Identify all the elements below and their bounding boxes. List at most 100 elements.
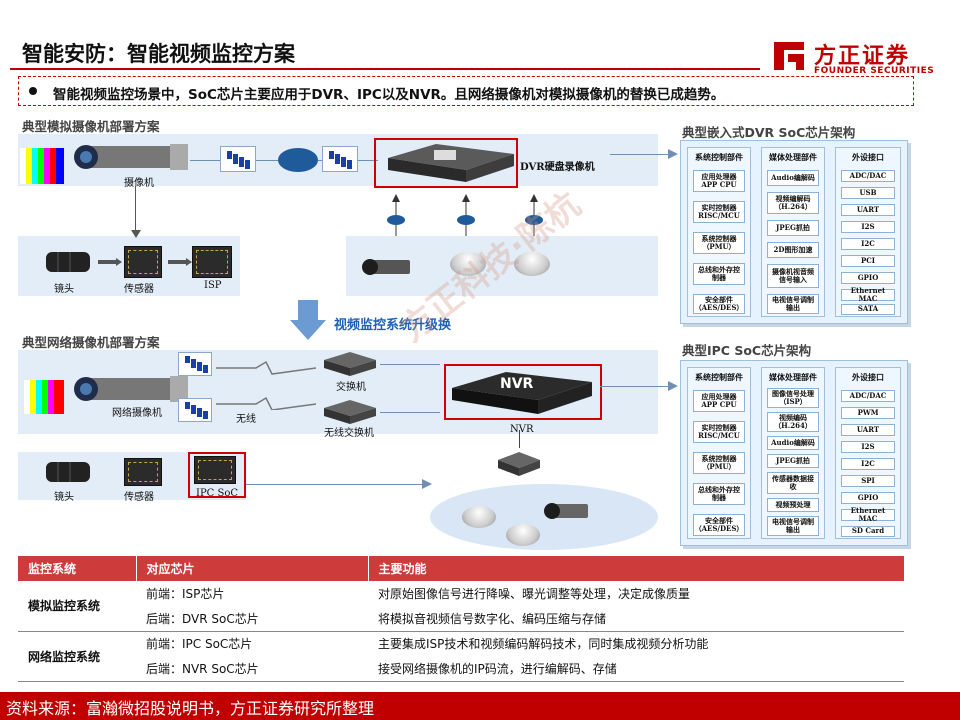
arch-cell: GPIO xyxy=(841,272,895,284)
founder-logo: 方正证券 FOUNDER SECURITIES xyxy=(770,36,940,80)
encoder-ellipse-icon xyxy=(278,148,318,172)
column-head: 媒体处理部件 xyxy=(769,372,817,382)
ipc-soc-chip-icon xyxy=(194,456,236,484)
dvr-label: DVR硬盘录像机 xyxy=(520,162,595,173)
function-cell: 主要集成ISP技术和视频编码解码技术，同时集成视频分析功能 xyxy=(378,637,709,652)
arch-cell: 视频编码 （H.264） xyxy=(767,412,819,432)
lens-label: 镜头 xyxy=(54,492,74,503)
upgrade-label: 视频监控系统升级换 xyxy=(334,318,452,333)
table-header: 监控系统 xyxy=(18,556,137,581)
ipc-soc-label: IPC SoC xyxy=(196,488,239,499)
dvr-col-system: 系统控制部件 应用处理器 APP CPU 实时控制器 RISC/MCU 系统控制… xyxy=(687,147,751,317)
table-row: 后端：DVR SoC芯片 将模拟音视频信号数字化、编码压缩与存储 xyxy=(18,606,904,632)
dome-camera-icon xyxy=(450,252,486,276)
network-camera-label: 网络摄像机 xyxy=(112,408,162,419)
arch-cell: 安全部件 （AES/DES） xyxy=(693,294,745,314)
table-row: 网络监控系统 前端：IPC SoC芯片 主要集成ISP技术和视频编码解码技术，同… xyxy=(18,631,904,682)
logo-name: 方正证券 xyxy=(814,44,911,69)
dvr-device-icon xyxy=(388,144,514,182)
arch-cell: 传感器数据接收 xyxy=(767,472,819,494)
arch-cell: UART xyxy=(841,424,895,436)
analog-camera-icon xyxy=(74,144,188,170)
arch-cell: 总线和外存控制器 xyxy=(693,263,745,285)
arch-cell: 电视信号调制输出 xyxy=(767,516,819,536)
arch-cell: 应用处理器 APP CPU xyxy=(693,390,745,412)
chip-function-table: 监控系统 对应芯片 主要功能 模拟监控系统 前端：ISP芯片 对原始图像信号进行… xyxy=(18,556,904,682)
wireless-switch-label: 无线交换机 xyxy=(324,428,374,439)
box-camera-icon xyxy=(362,259,410,275)
function-cell: 接受网络摄像机的IP码流，进行编解码、存储 xyxy=(368,656,904,682)
chip-cell: 前端：ISP芯片 xyxy=(146,587,225,601)
bullet-icon xyxy=(29,87,37,95)
arch-cell: Ethernet MAC xyxy=(841,286,895,303)
arch-cell: JPEG抓拍 xyxy=(767,454,819,468)
column-head: 媒体处理部件 xyxy=(769,152,817,162)
table-header-row: 监控系统 对应芯片 主要功能 xyxy=(18,556,904,581)
sensor-label: 传感器 xyxy=(124,284,154,295)
arch-cell: 应用处理器 APP CPU xyxy=(693,170,745,192)
dome-camera-icon xyxy=(514,252,550,276)
arch-cell: 总线和外存控制器 xyxy=(693,483,745,505)
ipc-col-media: 媒体处理部件 图像信号处理 （ISP） 视频编码 （H.264） Audio编解… xyxy=(761,367,825,539)
dvr-highlight xyxy=(374,138,518,188)
arch-cell: GPIO xyxy=(841,492,895,504)
arch-cell: USB xyxy=(841,187,895,199)
nvr-highlight xyxy=(444,364,602,420)
arch-cell: 实时控制器 RISC/MCU xyxy=(693,421,745,443)
dvr-arch-title: 典型嵌入式DVR SoC芯片架构 xyxy=(682,125,856,140)
switch-icon xyxy=(324,352,376,376)
system-cell: 模拟监控系统 xyxy=(18,581,136,632)
arch-cell: 实时控制器 RISC/MCU xyxy=(693,201,745,223)
arch-cell: Audio编解码 xyxy=(767,170,819,186)
network-camera-icon xyxy=(74,376,188,402)
title-underline xyxy=(10,68,760,70)
arch-cell: SPI xyxy=(841,475,895,487)
arch-cell: 系统控制器 （PMU） xyxy=(693,452,745,474)
chip-cell: 前端：IPC SoC芯片 xyxy=(146,637,253,652)
network-links xyxy=(216,360,316,410)
dome-camera-icon xyxy=(462,506,496,528)
analog-camera-label: 摄像机 xyxy=(124,178,154,189)
dvr-arch-diagram: 系统控制部件 应用处理器 APP CPU 实时控制器 RISC/MCU 系统控制… xyxy=(680,140,908,324)
key-point-box: 智能视频监控场景中，SoC芯片主要应用于DVR、IPC以及NVR。且网络摄像机对… xyxy=(18,76,914,106)
key-point-text: 智能视频监控场景中，SoC芯片主要应用于DVR、IPC以及NVR。且网络摄像机对… xyxy=(53,87,725,103)
arch-cell: ADC/DAC xyxy=(841,390,895,402)
analog-section-title: 典型模拟摄像机部署方案 xyxy=(22,119,160,134)
dvr-input-antennas xyxy=(387,194,543,236)
sensor-chip-icon xyxy=(124,246,162,278)
lens-label: 镜头 xyxy=(54,284,74,295)
column-head: 外设接口 xyxy=(852,372,884,382)
nvr-device-icon xyxy=(452,372,592,414)
arch-cell: 安全部件 （AES/DES） xyxy=(693,514,745,536)
arch-cell: 视频预处理 xyxy=(767,498,819,512)
arch-cell: I2S xyxy=(841,441,895,453)
upgrade-arrow-icon xyxy=(290,300,326,340)
arch-cell: 电视信号调制输出 xyxy=(767,294,819,314)
table-row: 后端：NVR SoC芯片 接受网络摄像机的IP码流，进行编解码、存储 xyxy=(18,656,904,682)
network-signal-icon xyxy=(178,398,212,422)
arch-cell: SD Card xyxy=(841,526,895,537)
sensor-label: 传感器 xyxy=(124,492,154,503)
isp-chip-icon xyxy=(192,246,232,278)
dome-camera-icon xyxy=(506,524,540,546)
analog-signal-icon xyxy=(220,146,256,172)
network-section-title: 典型网络摄像机部署方案 xyxy=(22,335,160,350)
hub-switch-icon xyxy=(498,452,540,476)
arch-cell: PWM xyxy=(841,407,895,419)
arch-cell: I2C xyxy=(841,458,895,470)
arch-cell: Audio编解码 xyxy=(767,436,819,450)
ipc-col-system: 系统控制部件 应用处理器 APP CPU 实时控制器 RISC/MCU 系统控制… xyxy=(687,367,751,539)
arch-cell: 摄像机视音频信号输入 xyxy=(767,264,819,288)
logo-en: FOUNDER SECURITIES xyxy=(814,66,935,76)
wireless-label: 无线 xyxy=(236,414,256,425)
table-header: 对应芯片 xyxy=(136,556,369,581)
founder-logo-icon xyxy=(774,42,804,70)
network-signal-icon xyxy=(178,352,212,376)
nvr-label: NVR xyxy=(510,424,534,435)
network-box-camera-icon xyxy=(544,503,588,519)
function-cell: 将模拟音视频信号数字化、编码压缩与存储 xyxy=(368,606,904,632)
table-header: 主要功能 xyxy=(368,556,904,581)
nvr-chip-text: NVR xyxy=(500,376,534,392)
arch-cell: JPEG抓拍 xyxy=(767,220,819,236)
test-pattern-icon xyxy=(24,380,64,414)
